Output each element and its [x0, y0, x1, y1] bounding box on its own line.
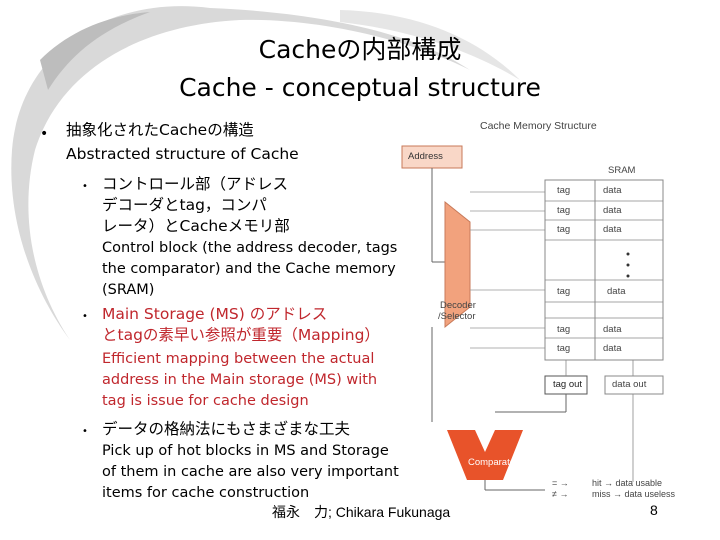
sub-bullet-2-jp-l2: とtagの素早い参照が重要（Mapping） — [102, 326, 380, 344]
sub-bullet-1-jp-l3: レータ）とCacheメモリ部 — [102, 217, 290, 235]
address-label: Address — [408, 151, 443, 162]
tag-cell: tag — [557, 224, 571, 235]
selector-label: /Selector — [438, 311, 476, 322]
data-cell: data — [603, 343, 622, 354]
sub-bullet-1-en-l1: Control block (the address decoder, tags — [102, 240, 398, 256]
tag-cell: tag — [557, 324, 571, 335]
page-number: 8 — [650, 502, 658, 518]
sub-bullet-2-en-l2: address in the Main storage (MS) with — [102, 372, 378, 388]
data-cell: data — [603, 185, 622, 196]
sub-bullet-1-jp-l1: コントロール部（アドレス — [102, 175, 289, 193]
data-cell: data — [607, 286, 626, 297]
data-cell: data — [603, 324, 622, 335]
tag-cell: tag — [557, 185, 571, 196]
bullet-main-en: Abstracted structure of Cache — [66, 145, 299, 163]
comparator-label: Comparator — [468, 457, 519, 468]
data-cell: data — [603, 205, 622, 216]
cache-diagram — [401, 145, 664, 491]
sub-bullet-dot: • — [82, 426, 88, 437]
footer-author: 福永 力; Chikara Fukunaga — [272, 504, 451, 520]
legend-miss: miss → data useless — [592, 489, 676, 499]
page-title-en: Cache - conceptual structure — [179, 73, 541, 102]
tag-cell: tag — [557, 343, 571, 354]
sub-bullet-2-en-l1: Efficient mapping between the actual — [102, 351, 375, 367]
sram-label: SRAM — [608, 165, 636, 176]
sub-bullet-dot: • — [82, 181, 88, 192]
sub-bullet-3-en-l2: of them in cache are also very important — [102, 464, 399, 480]
sub-bullet-2-jp-l1: Main Storage (MS) のアドレス — [102, 305, 328, 323]
sub-bullet-1-en-l3: (SRAM) — [102, 282, 155, 298]
sub-bullet-1-en-l2: the comparator) and the Cache memory — [102, 261, 396, 277]
sub-bullet-2-en-l3: tag is issue for cache design — [102, 393, 309, 409]
data-cell: data — [603, 224, 622, 235]
tag-cell: tag — [557, 205, 571, 216]
tag-out-label: tag out — [553, 379, 583, 390]
tag-cell: tag — [557, 286, 571, 297]
legend-hit: hit → data usable — [592, 478, 663, 488]
bullet-main-dot: • — [40, 126, 49, 142]
legend-notequal-icon: ≠ → — [552, 489, 569, 499]
bullet-main-jp: 抽象化されたCacheの構造 — [66, 121, 254, 139]
sub-bullet-1-jp-l2: デコーダとtag，コンパ — [102, 196, 267, 214]
sub-bullet-dot: • — [82, 311, 88, 322]
sub-bullet-3-jp: データの格納法にもさまざまな工夫 — [102, 420, 351, 438]
diagram-title: Cache Memory Structure — [480, 120, 597, 132]
data-out-label: data out — [612, 379, 647, 390]
decoder-label: Decoder — [440, 300, 476, 311]
sub-bullet-3-en-l3: items for cache construction — [102, 485, 310, 501]
legend-equal-icon: = → — [552, 478, 569, 488]
page-title-jp: Cacheの内部構成 — [258, 35, 462, 64]
sub-bullet-3-en-l1: Pick up of hot blocks in MS and Storage — [102, 443, 389, 459]
